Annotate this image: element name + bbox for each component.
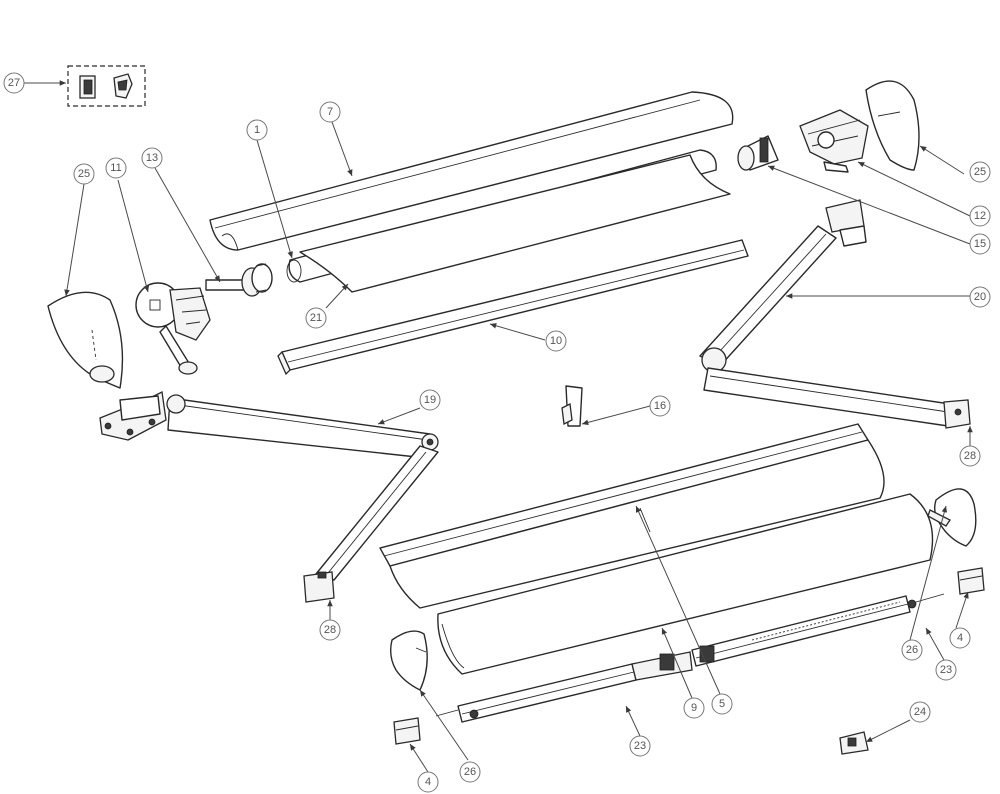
svg-text:4: 4 [425,776,431,788]
svg-text:19: 19 [424,394,436,406]
callout-21: 21 [305,307,327,329]
callout-28-left: 28 [319,619,341,641]
part-10-front-profile [277,239,749,376]
callout-15: 15 [969,233,991,255]
callout-5: 5 [711,693,733,715]
svg-text:21: 21 [310,312,322,324]
svg-text:7: 7 [327,106,333,118]
callout-9: 9 [683,697,705,719]
callout-1: 1 [246,119,268,141]
svg-text:25: 25 [78,168,90,180]
svg-text:10: 10 [550,335,562,347]
part-26-left-end-piece [389,630,428,691]
callout-26-left: 26 [459,761,481,783]
part-25-left-end-cap [47,291,124,389]
part-4-left-bracket [393,717,421,745]
part-26-right-end-piece [927,488,977,547]
part-19-left-folding-arm [99,391,439,603]
callout-23-right: 23 [935,659,957,681]
callout-13: 13 [141,147,163,169]
svg-text:4: 4 [957,632,963,644]
part-13-drive-adaptor [205,263,273,297]
part-16-clip [561,385,583,427]
callout-4-left: 4 [417,771,439,793]
part-21-fabric [299,154,731,293]
svg-text:26: 26 [906,644,918,656]
svg-text:12: 12 [974,210,986,222]
svg-text:24: 24 [914,706,926,718]
callouts: 1 4 4 5 7 9 10 11 12 13 15 16 19 20 21 2… [3,72,991,793]
svg-text:1: 1 [254,124,260,136]
callout-11: 11 [105,157,127,179]
svg-text:26: 26 [464,766,476,778]
callout-10: 10 [545,330,567,352]
part-9-lower-lid [437,493,934,675]
svg-text:23: 23 [634,740,646,752]
callout-4-right: 4 [949,627,971,649]
part-11-gearbox [135,282,211,375]
part-23-right-telescopic-bar [691,593,945,667]
svg-text:25: 25 [974,166,986,178]
part-25-right-end-cap [865,80,920,171]
part-23-left-telescopic-bar [435,651,693,723]
part-4-right-bracket [957,567,985,595]
svg-text:28: 28 [964,450,976,462]
svg-text:20: 20 [974,291,986,303]
callout-27: 27 [3,72,25,94]
callout-16: 16 [649,395,671,417]
callout-7: 7 [319,101,341,123]
svg-text:23: 23 [940,664,952,676]
part-12-right-gearbox [799,109,869,173]
part-5-lower-cassette-body [379,423,885,609]
callout-23-left: 23 [629,735,651,757]
part-27-small-fittings [67,65,146,107]
callout-12: 12 [969,205,991,227]
callout-19: 19 [419,389,441,411]
svg-text:9: 9 [691,702,697,714]
part-15-bearing [737,135,779,171]
callout-25-left: 25 [73,163,95,185]
part-7-top-cassette-cover [209,91,734,251]
part-24-end-bracket [839,731,869,755]
svg-text:27: 27 [8,77,20,89]
svg-text:15: 15 [974,238,986,250]
callout-24: 24 [909,701,931,723]
callout-28-right: 28 [959,445,981,467]
part-20-right-folding-arm [699,199,971,429]
svg-text:13: 13 [146,152,158,164]
callout-25-right: 25 [969,161,991,183]
svg-text:5: 5 [719,698,725,710]
callout-26-right: 26 [901,639,923,661]
svg-text:11: 11 [110,162,121,174]
leader-lines [24,80,973,773]
svg-text:28: 28 [324,624,336,636]
callout-20: 20 [969,286,991,308]
svg-text:16: 16 [654,400,666,412]
